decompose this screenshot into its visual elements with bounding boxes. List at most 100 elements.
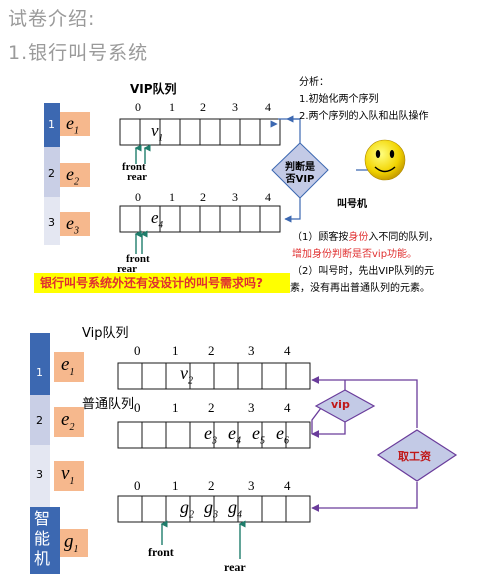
d1-normal-queue-cell [219, 205, 241, 233]
d2-front-rear-arrows [160, 520, 246, 559]
index-label: 1 [169, 100, 175, 114]
d2-diamond-salary-text: 取工资 [398, 450, 431, 463]
index-label: 0 [134, 343, 141, 358]
d2-vip-queue-cell [285, 362, 311, 390]
d1-side-e3: e3 [66, 213, 79, 237]
d2-queue-vip [117, 362, 311, 390]
d2-normal-queue-cell [285, 421, 311, 449]
d1-normal-queue-cell [259, 205, 281, 233]
index-label: 3 [248, 343, 255, 358]
index-label: 2 [200, 190, 206, 204]
d1-side-stack [44, 103, 90, 245]
d2-normal-cell-value: e6 [276, 423, 289, 447]
d2-side-e2: e2 [61, 409, 75, 433]
d2-normal-queue-cell [141, 421, 167, 449]
d1-vip-queue-cell [119, 118, 141, 146]
d2-normal-cell-value: e4 [228, 423, 241, 447]
d1-caller-label: 叫号机 [337, 199, 367, 210]
d1-notes: （1）顾客按身份入不同的队列， 增加身份判断是否vip功能。 （2）叫号时，先出… [290, 232, 439, 294]
d2-smart-cell-value: g3 [204, 497, 218, 521]
page-subtitle: 1.银行叫号系统 [8, 42, 149, 64]
index-label: 1 [172, 343, 179, 358]
d1-queue-normal [119, 205, 281, 233]
d1-cell-v1: v1 [151, 121, 164, 143]
d1-normal-queue-cell [119, 205, 141, 233]
d2-normal-queue-cell [189, 421, 215, 449]
d1-side-e2: e2 [66, 164, 79, 188]
index-label: 0 [135, 190, 141, 204]
index-label: 3 [248, 400, 255, 415]
index-label: 2 [208, 400, 215, 415]
d1-vip-label: VIP队列 [130, 82, 177, 96]
d2-smart-queue-cell [261, 495, 287, 523]
d1-side-number-2: 2 [48, 167, 55, 180]
d1-cell-e4: e4 [151, 208, 164, 230]
d1-front-label: front [122, 161, 146, 173]
index-label: 4 [284, 343, 291, 358]
d2-vip-queue-cell [237, 362, 263, 390]
d1-front-rear-arrows [134, 144, 151, 254]
d2-diamond-salary [376, 429, 458, 482]
index-label: 1 [172, 400, 179, 415]
index-label: 3 [232, 190, 238, 204]
d2-queue-normal [117, 421, 311, 449]
d2-side-stack [30, 333, 88, 574]
d1-vip-queue-cell [219, 118, 241, 146]
d2-smart-queue-cell [141, 495, 167, 523]
d1-vip-queue-cell [239, 118, 261, 146]
d2-smart-queue-cell [117, 495, 143, 523]
d2-diamond-vip [314, 389, 376, 423]
d1-side-number-1: 1 [48, 118, 55, 131]
d2-connectors [311, 376, 418, 512]
d1-vip-queue-cell [179, 118, 201, 146]
d2-normal-queue-cell [237, 421, 263, 449]
d2-normal-cell-value: e3 [204, 423, 217, 447]
page-title: 试卷介绍: [8, 8, 96, 30]
d1-side-e1: e1 [66, 113, 79, 137]
d2-vip-queue-cell [165, 362, 191, 390]
index-label: 4 [284, 478, 291, 493]
d2-queue-smart [117, 495, 311, 523]
d2-vip-queue-cell [189, 362, 215, 390]
smiley-icon [364, 139, 406, 181]
d2-smart-queue-cell [189, 495, 215, 523]
index-label: 0 [135, 100, 141, 114]
d2-smart-queue-cell [213, 495, 239, 523]
d2-side-v1: v1 [61, 463, 75, 487]
d2-vip-queue-cell [261, 362, 287, 390]
d1-side-number-3: 3 [48, 216, 55, 229]
question-banner: 银行叫号系统外还有没设计的叫号需求吗? [34, 273, 290, 293]
d2-side-number-2: 2 [36, 414, 43, 427]
index-label: 2 [208, 343, 215, 358]
d2-side-number-3: 3 [36, 468, 43, 481]
d2-vip-queue-cell [141, 362, 167, 390]
d1-diamond-text: 判断是否VIP [285, 162, 315, 185]
d2-normal-label: 普通队列 [82, 397, 135, 412]
d1-rear-label-2: rear [117, 263, 137, 275]
d2-smart-cell-value: g4 [228, 497, 242, 521]
index-label: 0 [134, 400, 141, 415]
d1-queue-vip [119, 118, 281, 146]
d2-normal-cell-value: e5 [252, 423, 265, 447]
index-label: 0 [134, 478, 141, 493]
index-label: 3 [232, 100, 238, 114]
d2-normal-queue-cell [117, 421, 143, 449]
d2-front-label: front [148, 545, 174, 559]
d2-side-g1: g1 [64, 531, 79, 555]
index-label: 4 [284, 400, 291, 415]
d2-smart-cell-value: g2 [180, 497, 194, 521]
d2-vip-queue-cell [213, 362, 239, 390]
d2-side-e1: e1 [61, 354, 75, 378]
index-label: 4 [265, 100, 271, 114]
d1-vip-queue-cell [199, 118, 221, 146]
d2-vip-cell-value: v2 [180, 363, 193, 387]
d2-smart-machine-label: 智能机 [34, 509, 51, 568]
d1-normal-queue-cell [199, 205, 221, 233]
d1-normal-queue-cell [179, 205, 201, 233]
d2-side-number-1: 1 [36, 366, 43, 379]
index-label: 1 [169, 190, 175, 204]
d2-smart-queue-cell [285, 495, 311, 523]
index-label: 3 [248, 478, 255, 493]
d1-analysis: 分析： 1.初始化两个序列 2.两个序列的入队和出队操作 [299, 77, 429, 122]
d2-rear-label: rear [224, 560, 246, 574]
